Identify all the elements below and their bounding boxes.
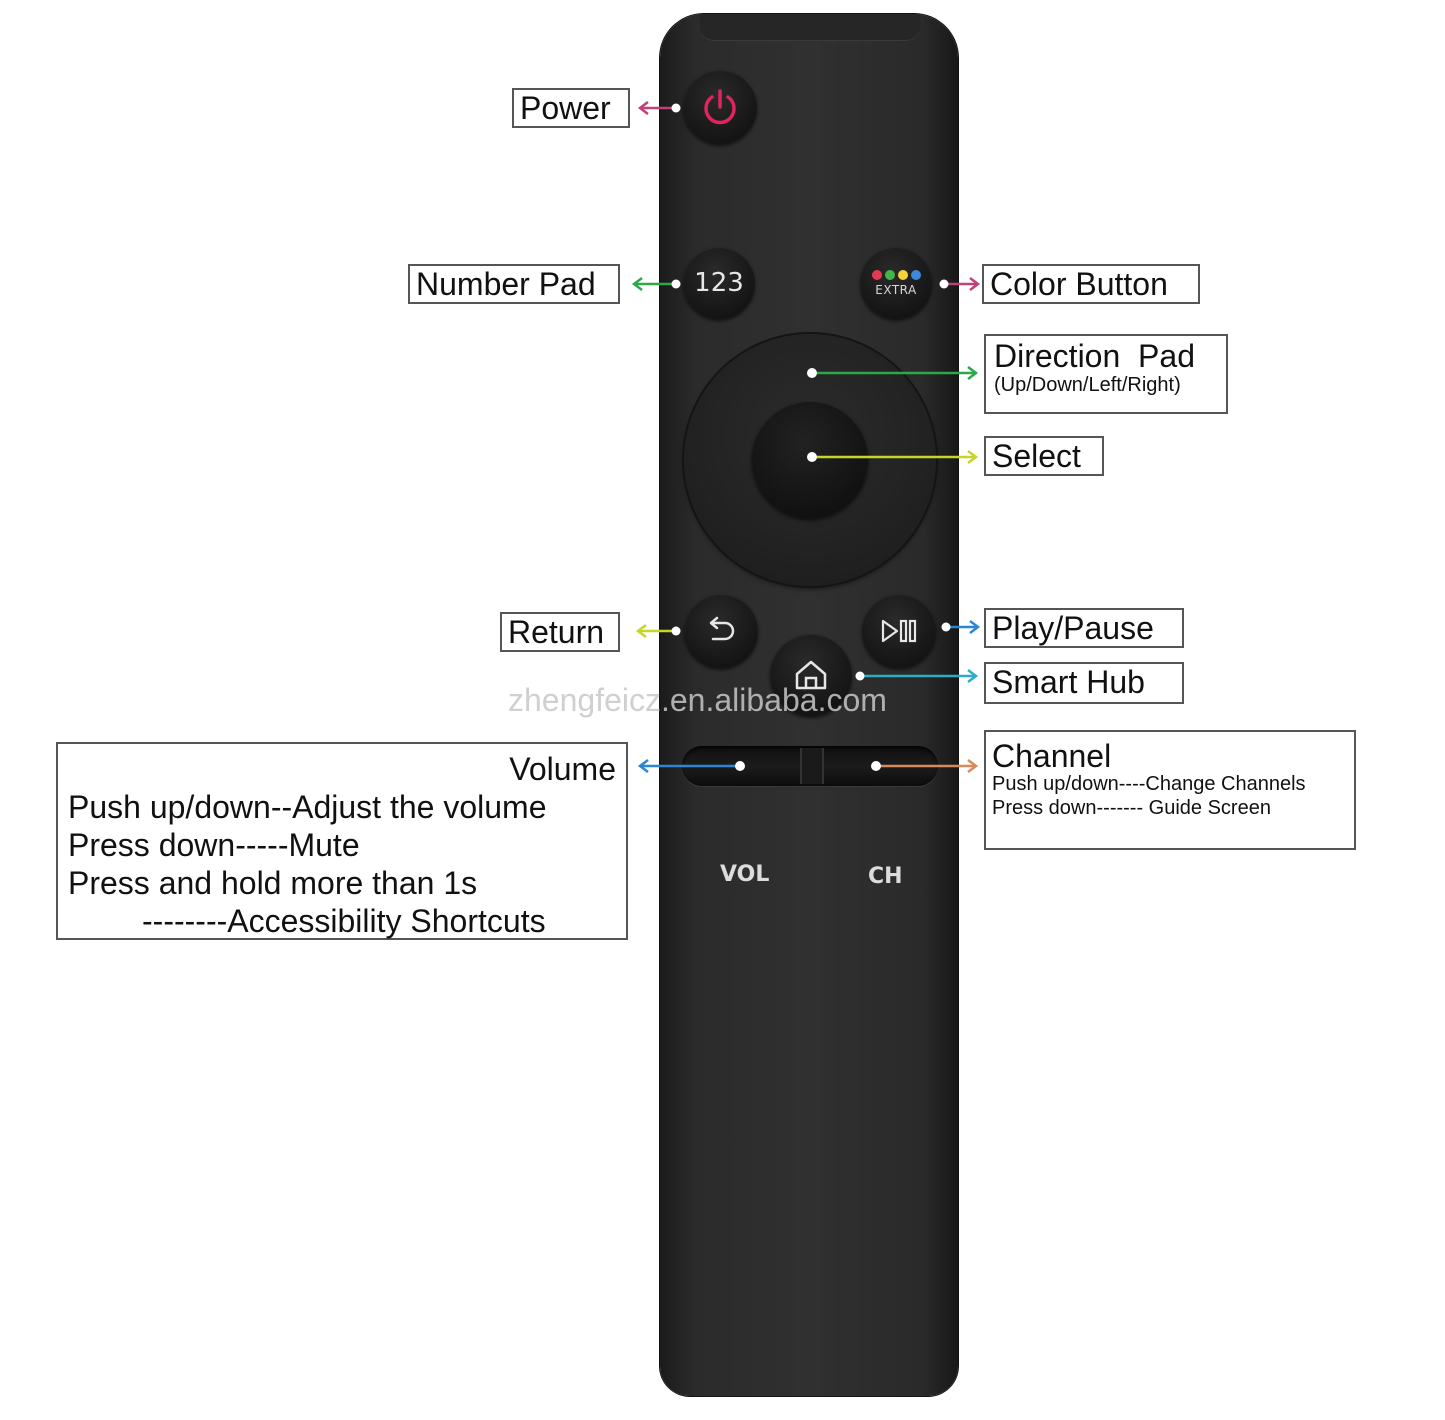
callout-volume-line2: Press down-----Mute: [68, 827, 360, 863]
callout-volume-text: Volume: [509, 751, 616, 787]
callout-channel-text: Channel: [992, 738, 1112, 774]
leader-smart-hub: [855, 669, 979, 683]
leader-direction-pad: [807, 366, 979, 380]
power-button[interactable]: [683, 70, 757, 144]
extra-label: EXTRA: [875, 282, 917, 297]
callout-power-text: Power: [520, 90, 611, 126]
number-pad-label: 123: [694, 268, 744, 298]
callout-select-text: Select: [992, 438, 1081, 474]
callout-return: Return: [500, 612, 620, 652]
callout-play-pause-text: Play/Pause: [992, 610, 1154, 646]
home-icon: [795, 660, 827, 690]
green-dot: [884, 269, 895, 280]
callout-power: Power: [512, 88, 630, 128]
callout-direction-pad-sub: (Up/Down/Left/Right): [994, 374, 1181, 396]
return-button[interactable]: [684, 594, 758, 668]
return-icon: [709, 616, 735, 641]
callout-channel: Channel Push up/down----Change Channels …: [984, 730, 1356, 850]
callout-volume-line3: Press and hold more than 1s: [68, 865, 478, 901]
callout-select: Select: [984, 436, 1104, 476]
callout-channel-line2: Press down------- Guide Screen: [992, 797, 1271, 819]
play-pause-icon: [881, 619, 917, 643]
color-button[interactable]: EXTRA: [860, 247, 932, 319]
play-pause-button[interactable]: [862, 594, 936, 668]
leader-volume: [637, 759, 745, 773]
leader-power: [637, 101, 681, 115]
callout-smart-hub: Smart Hub: [984, 662, 1184, 704]
callout-number-pad-text: Number Pad: [416, 266, 596, 302]
callout-color-button: Color Button: [982, 264, 1200, 304]
blue-dot: [910, 269, 921, 280]
rocker-divider: [800, 748, 824, 784]
color-dots-icon: [871, 269, 921, 280]
leader-play-pause: [941, 620, 981, 634]
yellow-dot: [897, 269, 908, 280]
callout-volume: Volume Push up/down--Adjust the volume P…: [56, 742, 628, 940]
callout-smart-hub-text: Smart Hub: [992, 664, 1145, 700]
ch-label: CH: [868, 864, 903, 889]
leader-color-button: [939, 277, 981, 291]
callout-volume-line4: --------Accessibility Shortcuts: [142, 903, 546, 939]
callout-volume-line1: Push up/down--Adjust the volume: [68, 789, 547, 825]
callout-channel-line1: Push up/down----Change Channels: [992, 773, 1306, 795]
leader-select: [807, 450, 979, 464]
remote-ir-cap: [700, 14, 920, 41]
callout-play-pause: Play/Pause: [984, 608, 1184, 648]
callout-direction-pad-text: Direction Pad: [994, 338, 1195, 374]
smart-hub-button[interactable]: [770, 634, 852, 716]
vol-label: VOL: [720, 862, 770, 887]
callout-direction-pad: Direction Pad (Up/Down/Left/Right): [984, 334, 1228, 414]
number-pad-button[interactable]: 123: [683, 247, 755, 319]
red-dot: [871, 269, 882, 280]
leader-channel: [871, 759, 979, 773]
watermark: zhengfeicz.en.alibaba.com: [508, 682, 887, 718]
leader-number-pad: [631, 277, 681, 291]
callout-number-pad: Number Pad: [408, 264, 620, 304]
power-icon: [704, 89, 736, 125]
callout-color-button-text: Color Button: [990, 266, 1168, 302]
callout-return-text: Return: [508, 614, 605, 650]
leader-return: [635, 624, 681, 638]
